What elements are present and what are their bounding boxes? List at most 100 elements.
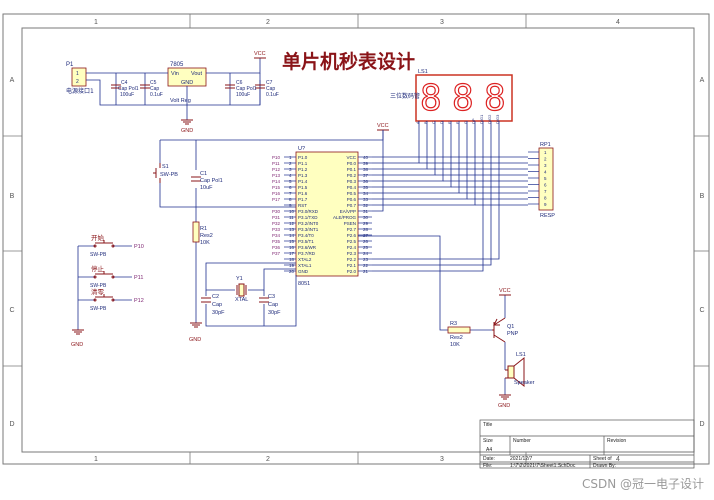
mcu-left-pin-name: XTAL2 bbox=[298, 257, 312, 262]
cap-c4-value: 100uF bbox=[120, 92, 134, 98]
button-clear-symbol[interactable] bbox=[93, 294, 115, 302]
vcc-symbol-buzzer: VCC bbox=[499, 288, 511, 296]
rp1-pin-num: 9 bbox=[544, 202, 547, 207]
sheet-outer-border bbox=[2, 13, 710, 465]
cap-c7-ref: C7 bbox=[266, 80, 273, 86]
mcu-left-net-label: P35 bbox=[272, 239, 281, 244]
display-desc: 三位数码管 bbox=[390, 92, 420, 100]
mcu-right-pin-num: 26 bbox=[363, 239, 369, 244]
button-clear-type: SW-PB bbox=[90, 306, 107, 312]
mcu-right-pin-name: P0.0 bbox=[347, 161, 357, 166]
display-pin-label: C bbox=[431, 121, 436, 124]
regulator-gnd-label: GND bbox=[181, 80, 193, 86]
cap-c6-desc: Cap Pol1 bbox=[236, 86, 257, 92]
reset-r1-value: 10K bbox=[200, 240, 210, 246]
rp1-pin-num: 8 bbox=[544, 196, 547, 201]
crystal-y1-ref: Y1 bbox=[236, 276, 243, 282]
rp1-desc: RESP bbox=[540, 213, 555, 219]
buzzer-resistor-r3 bbox=[447, 326, 471, 334]
button-start-net: P10 bbox=[134, 244, 144, 250]
reset-c1-ref: C1 bbox=[200, 171, 207, 177]
title-block-title-label: Title bbox=[483, 422, 492, 428]
button-stop-symbol[interactable] bbox=[93, 271, 115, 279]
bus-wire-p0 bbox=[372, 121, 436, 176]
buzzer-r3-value: 10K bbox=[450, 342, 460, 348]
display-pin-label: B bbox=[423, 121, 428, 124]
mcu-right-pin-name: P2.5 bbox=[347, 239, 357, 244]
border-col-1-top: 1 bbox=[94, 19, 98, 26]
mcu-right-pin-num: 28 bbox=[363, 227, 369, 232]
border-row-c-right: C bbox=[699, 307, 704, 314]
title-block-file-label: File: bbox=[483, 463, 492, 469]
power-caps-symbols bbox=[111, 84, 265, 89]
mcu-left-pin-name: P3.6/WR bbox=[298, 245, 317, 250]
title-block bbox=[479, 419, 695, 469]
mcu-left-pin-num: 20 bbox=[289, 269, 295, 274]
display-pin-label: DP bbox=[471, 118, 476, 124]
reset-cap-c1 bbox=[191, 176, 201, 182]
mcu-right-pin-name: P2.7 bbox=[347, 227, 357, 232]
vcc-symbol-power: VCC bbox=[254, 51, 266, 59]
buzzer-q1-ref: Q1 bbox=[507, 324, 514, 330]
crystal-y1-desc: XTAL bbox=[235, 297, 248, 303]
regulator-desc: Volt Reg bbox=[170, 98, 191, 104]
cap-c4-ref: C4 bbox=[121, 80, 128, 86]
mcu-left-pin-num: 12 bbox=[289, 221, 295, 226]
gnd-label-power: GND bbox=[181, 128, 193, 134]
crystal-c3-ref: C3 bbox=[268, 294, 275, 300]
mcu-right-pin-num: 39 bbox=[363, 161, 369, 166]
display-ref: LS1 bbox=[418, 69, 428, 75]
cap-c5-ref: C5 bbox=[150, 80, 157, 86]
crystal-circuit: Y1 XTAL C2 Cap 30pF C3 Cap 30pF bbox=[201, 262, 297, 327]
mcu-left-pin-num: 9 bbox=[289, 203, 292, 208]
display-pin-label: F bbox=[455, 121, 460, 124]
svg-text:VCC: VCC bbox=[377, 123, 389, 129]
display-pin-label: A bbox=[415, 121, 420, 124]
vcc-symbol-mcu: VCC bbox=[377, 123, 389, 131]
reset-button-s1 bbox=[153, 163, 161, 183]
mcu-left-pin-name: P1.1 bbox=[298, 161, 308, 166]
border-row-b-right: B bbox=[700, 193, 705, 200]
mcu-left-pin-num: 18 bbox=[289, 257, 295, 262]
reset-r1-desc: Res2 bbox=[200, 233, 213, 239]
mcu-left-net-label: P34 bbox=[272, 233, 281, 238]
power-supply-section: P1 1 2 电源接口1 7805 Vin Vout GND Volt Reg bbox=[66, 51, 279, 134]
mcu-left-pin-name: P3.1/TXD bbox=[298, 215, 318, 220]
mcu-right-pin-name: PSEN bbox=[344, 221, 356, 226]
mcu-right-pin-num: 30 bbox=[363, 215, 369, 220]
rp1-pin-num: 7 bbox=[544, 189, 547, 194]
mcu-left-pin-num: 4 bbox=[289, 173, 292, 178]
button-clear-label: 清零 bbox=[91, 287, 105, 296]
mcu-body bbox=[295, 151, 359, 277]
crystal-c3-value: 30pF bbox=[268, 310, 281, 316]
reset-c1-desc: Cap Pol1 bbox=[200, 178, 223, 184]
mcu-left-net-label: P31 bbox=[272, 215, 281, 220]
rp1-pin-num: 2 bbox=[544, 157, 547, 162]
reset-circuit: S1 SW-PB C1 Cap Pol1 10uF R1 Res2 10K GN… bbox=[153, 130, 384, 343]
mcu-ref: U? bbox=[298, 146, 305, 152]
mcu-left-pin-num: 5 bbox=[289, 179, 292, 184]
title-block-drawn-label: Drawn By: bbox=[593, 463, 616, 469]
display-pin-label: DIG1 bbox=[479, 114, 484, 124]
crystal-c2-ref: C2 bbox=[212, 294, 219, 300]
transistor-q1 bbox=[492, 317, 506, 343]
sheet-title: 单片机秒表设计 bbox=[282, 50, 415, 73]
border-col-3-bottom: 3 bbox=[440, 456, 444, 463]
display-pin-label: G bbox=[463, 121, 468, 124]
title-block-size-label: Size bbox=[483, 438, 493, 444]
mcu-left-pin-name: P3.7/RD bbox=[298, 251, 316, 256]
connector-p1-desc: 电源接口1 bbox=[66, 87, 94, 95]
mcu-right-pin-name: P2.0 bbox=[347, 269, 357, 274]
button-start-symbol[interactable] bbox=[93, 240, 115, 248]
mcu-right-pin-name: EA/VPP bbox=[340, 209, 356, 214]
button-clear-net: P12 bbox=[134, 298, 144, 304]
mcu-left-pin-name: P3.3/INT1 bbox=[298, 227, 319, 232]
mcu-right-pin-name: VCC bbox=[346, 155, 356, 160]
reset-s1-type: SW-PB bbox=[160, 172, 178, 178]
mcu-left-net-label: P10 bbox=[272, 155, 281, 160]
regulator-ref: 7805 bbox=[170, 62, 184, 68]
mcu-left-pin-num: 6 bbox=[289, 185, 292, 190]
mcu-right-pin-num: 37 bbox=[363, 173, 369, 178]
cap-c5-value: 0.1uF bbox=[150, 92, 163, 98]
button-start-label: 开始 bbox=[91, 233, 105, 242]
